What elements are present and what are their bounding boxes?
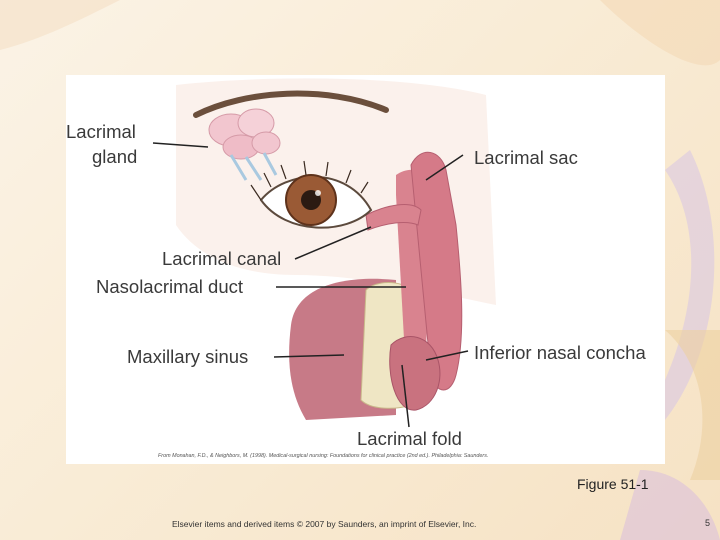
lacrimal-gland-shape	[208, 108, 281, 181]
copyright-footer: Elsevier items and derived items © 2007 …	[172, 519, 477, 529]
label-lacrimal-gland-line1: Lacrimal	[66, 121, 136, 142]
label-lacrimal-canal: Lacrimal canal	[162, 248, 282, 269]
eyebrow	[193, 90, 389, 118]
lacrimal-apparatus-figure: Lacrimal gland Lacrimal sac Lacrimal can…	[66, 75, 665, 464]
label-lacrimal-gland-line2: gland	[92, 146, 138, 167]
inferior-nasal-concha-shape	[389, 336, 441, 411]
label-lacrimal-fold: Lacrimal fold	[357, 428, 462, 449]
label-maxillary-sinus: Maxillary sinus	[127, 346, 249, 367]
label-lacrimal-sac: Lacrimal sac	[474, 147, 578, 168]
label-inferior-nasal-concha: Inferior nasal concha	[474, 342, 646, 363]
anatomy-illustration	[152, 78, 496, 428]
leader-lines	[152, 142, 469, 428]
page-number: 5	[705, 518, 711, 528]
figure-number: Figure 51-1	[577, 476, 649, 492]
label-nasolacrimal-duct: Nasolacrimal duct	[96, 276, 244, 297]
lacrimal-canal-shape	[365, 204, 422, 231]
lacrimal-sac-shape	[410, 152, 463, 391]
figure-credit: From Monahan, F.D., & Neighbors, M. (199…	[158, 453, 489, 459]
